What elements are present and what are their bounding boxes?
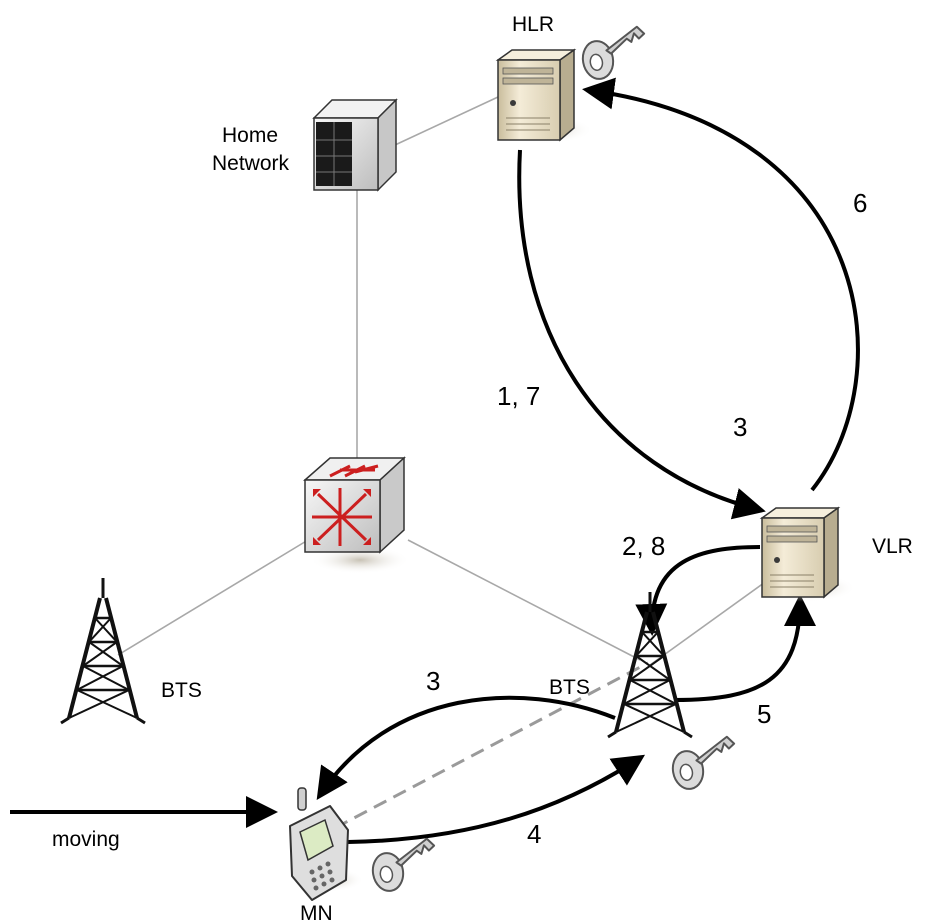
home-network-label-line2: Network — [212, 152, 290, 175]
step-label-bts-to-mn: 3 — [426, 666, 440, 696]
step-label-vlr-to-bts: 2, 8 — [622, 531, 665, 561]
step-label-vlr-to-hlr: 6 — [853, 188, 867, 218]
link-switch-bts-left — [117, 539, 309, 656]
moving-label: moving — [52, 828, 120, 851]
arrow-mn-to-bts — [347, 754, 646, 844]
key-icon — [367, 836, 442, 895]
hlr-label: HLR — [512, 13, 554, 36]
step-label-hlr-to-vlr: 1, 7 — [497, 381, 540, 411]
link-home-hlr — [394, 96, 499, 146]
vlr-server-icon — [759, 506, 856, 602]
bts-left-label: BTS — [161, 679, 202, 702]
mobile-phone-icon — [289, 787, 364, 901]
step-label-mn-to-bts: 4 — [527, 819, 541, 849]
link-switch-bts-right — [407, 539, 641, 661]
step-label-vlr-3: 3 — [733, 412, 747, 442]
home-network-label-line1: Home — [222, 124, 278, 147]
hlr-server-icon — [495, 48, 593, 144]
step-label-bts-to-vlr: 5 — [757, 699, 771, 729]
key-icon — [667, 734, 742, 793]
vlr-label: VLR — [872, 535, 913, 558]
switch-icon — [303, 456, 410, 574]
arrow-bts-to-vlr — [674, 594, 816, 702]
bts-right-label: BTS — [549, 676, 590, 699]
mn-label: MN — [300, 902, 333, 923]
link-bts-vlr — [649, 579, 769, 666]
bts-left-tower-icon — [59, 576, 147, 725]
arrow-vlr-to-bts — [635, 545, 761, 636]
network-rack-icon — [312, 98, 404, 192]
arrow-hlr-to-vlr — [517, 149, 766, 520]
arrow-bts-to-mn — [316, 695, 616, 800]
key-icon — [577, 24, 652, 83]
link-mn-bts-radio — [334, 661, 649, 830]
arrow-vlr-to-hlr — [582, 77, 860, 492]
